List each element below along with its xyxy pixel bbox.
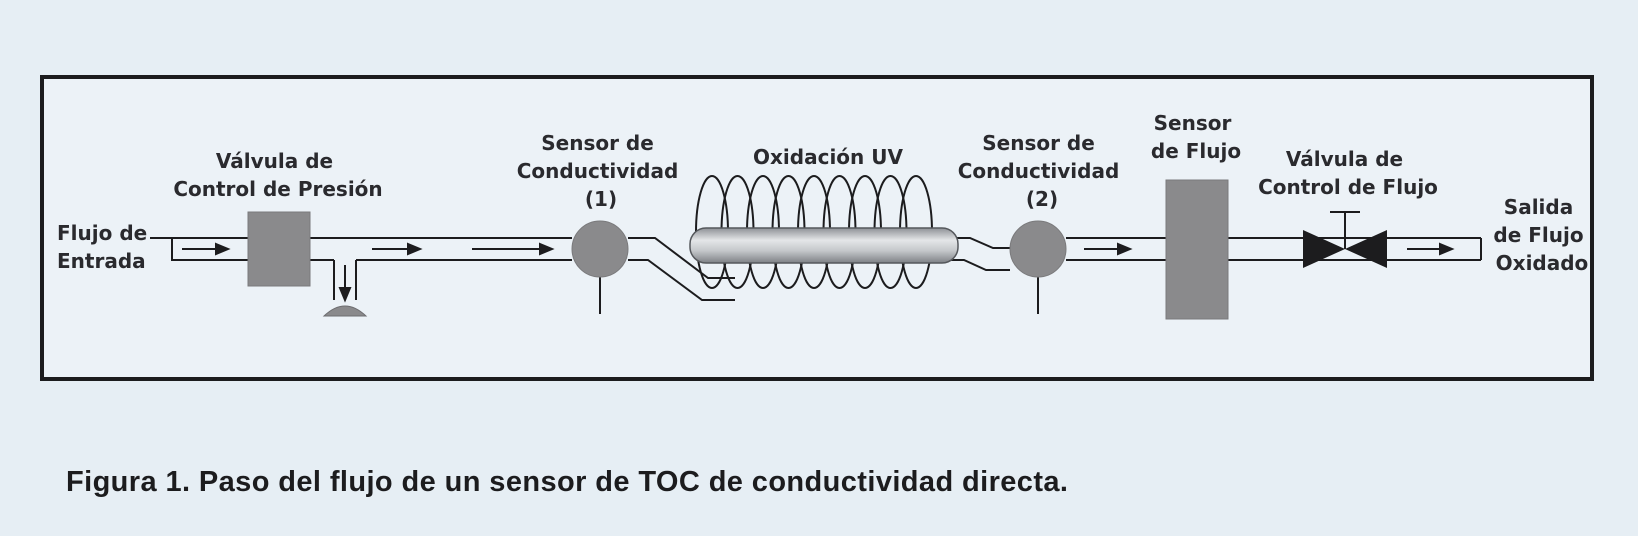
conductivity-sensor-2 bbox=[1009, 220, 1067, 314]
flow-sensor bbox=[1165, 179, 1229, 320]
label-inlet: Flujo de Entrada bbox=[57, 221, 154, 273]
flow-pipe bbox=[150, 237, 1482, 301]
label-uv-oxidation: Oxidación UV bbox=[753, 145, 903, 169]
label-flow-valve: Válvula de Control de Flujo bbox=[1258, 147, 1438, 199]
label-outlet: Salida de Flujo Oxidado bbox=[1493, 195, 1590, 275]
flow-control-valve bbox=[1303, 211, 1387, 268]
uv-lamp bbox=[689, 227, 959, 264]
figure-caption: Figura 1. Paso del flujo de un sensor de… bbox=[66, 466, 1069, 498]
conductivity-sensor-1 bbox=[571, 220, 629, 314]
label-flow-sensor: Sensor de Flujo bbox=[1151, 111, 1241, 163]
flow-arrows bbox=[182, 242, 1455, 303]
label-conductivity-sensor-2: Sensor de Conductividad (2) bbox=[958, 131, 1126, 211]
relief-outlet bbox=[322, 305, 368, 317]
uv-oxidation-unit bbox=[689, 175, 959, 289]
label-pressure-valve: Válvula de Control de Presión bbox=[173, 149, 382, 201]
label-conductivity-sensor-1: Sensor de Conductividad (1) bbox=[517, 131, 685, 211]
pressure-control-valve bbox=[247, 211, 311, 287]
